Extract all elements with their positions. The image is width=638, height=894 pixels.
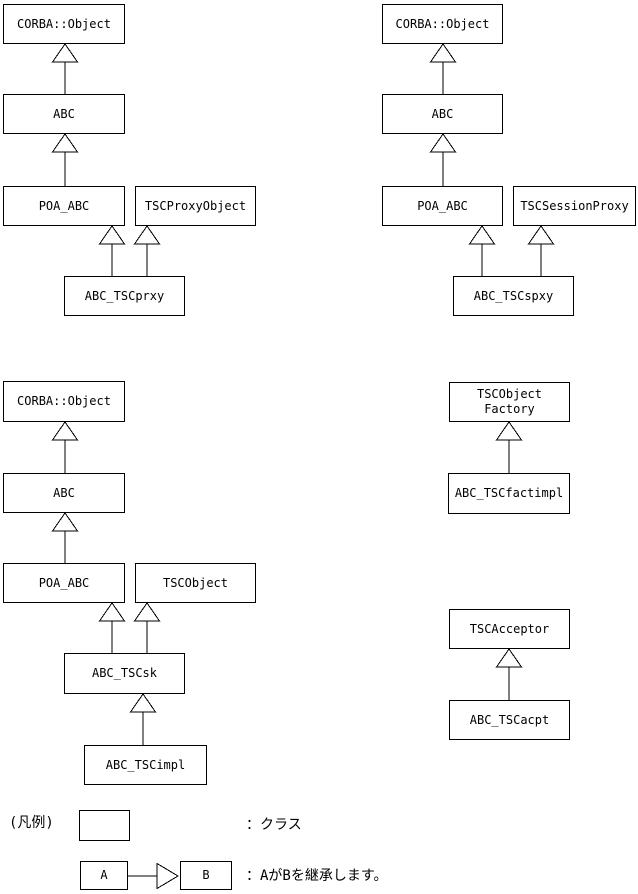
inheritance-arrow — [51, 512, 79, 563]
hollow-triangle-icon — [129, 693, 157, 713]
hollow-triangle-icon — [51, 133, 79, 153]
class-box-tsc-acceptor: TSCAcceptor — [449, 609, 570, 649]
class-box-corba-object: CORBA::Object — [382, 4, 503, 44]
hollow-triangle-icon — [51, 421, 79, 441]
class-box-tsc-session-proxy: TSCSessionProxy — [513, 186, 636, 226]
class-box-tsc-object: TSCObject — [135, 563, 256, 603]
class-box-abc: ABC — [382, 94, 503, 134]
inheritance-arrow — [51, 421, 79, 473]
class-box-abc-tscfactimpl: ABC_TSCfactimpl — [448, 473, 570, 514]
class-box-poa-abc: POA_ABC — [3, 563, 125, 603]
class-box-abc-tscimpl: ABC_TSCimpl — [84, 745, 207, 785]
inheritance-arrow — [51, 43, 79, 94]
inheritance-arrow — [129, 693, 157, 745]
legend-class-note: ：クラス — [246, 817, 302, 833]
hollow-triangle-icon — [156, 862, 179, 890]
inheritance-arrow — [495, 421, 523, 473]
hollow-triangle-icon — [98, 602, 126, 622]
hollow-triangle-icon — [133, 602, 161, 622]
hollow-triangle-icon — [495, 421, 523, 441]
class-box-abc-tscacpt: ABC_TSCacpt — [449, 700, 570, 740]
inheritance-arrow — [98, 602, 126, 653]
class-box-abc: ABC — [3, 473, 125, 513]
hollow-triangle-icon — [98, 225, 126, 245]
legend-class-sample-box — [79, 810, 130, 841]
class-box-poa-abc: POA_ABC — [382, 186, 503, 226]
inheritance-arrow — [468, 225, 496, 276]
legend-inherit-note: ：AがBを継承します。 — [246, 868, 388, 884]
class-box-abc: ABC — [3, 94, 125, 134]
hollow-triangle-icon — [527, 225, 555, 245]
hollow-triangle-icon — [495, 648, 523, 668]
inheritance-arrow — [429, 133, 457, 186]
legend-inheritance-arrow — [128, 862, 179, 890]
hollow-triangle-icon — [429, 133, 457, 153]
class-box-tsc-proxy-object: TSCProxyObject — [135, 186, 256, 226]
class-box-tsc-object-factory: TSCObject Factory — [449, 382, 570, 422]
hollow-triangle-icon — [51, 43, 79, 63]
inheritance-arrow — [133, 602, 161, 653]
hollow-triangle-icon — [51, 512, 79, 532]
class-box-corba-object: CORBA::Object — [3, 4, 125, 44]
legend-caption: (凡例) — [9, 815, 54, 831]
inheritance-arrow — [133, 225, 161, 276]
legend-box-b: B — [180, 861, 232, 890]
inheritance-arrow — [495, 648, 523, 700]
inheritance-arrow — [51, 133, 79, 186]
class-box-poa-abc: POA_ABC — [3, 186, 125, 226]
class-box-corba-object: CORBA::Object — [3, 381, 125, 422]
hollow-triangle-icon — [429, 43, 457, 63]
inheritance-arrow — [527, 225, 555, 276]
legend-box-a: A — [80, 861, 128, 890]
class-box-abc-tscspxy: ABC_TSCspxy — [453, 276, 574, 316]
inheritance-arrow — [429, 43, 457, 94]
hollow-triangle-icon — [133, 225, 161, 245]
class-box-abc-tscsk: ABC_TSCsk — [64, 653, 185, 694]
class-box-abc-tscprxy: ABC_TSCprxy — [64, 276, 185, 316]
inheritance-arrow — [98, 225, 126, 276]
hollow-triangle-icon — [468, 225, 496, 245]
